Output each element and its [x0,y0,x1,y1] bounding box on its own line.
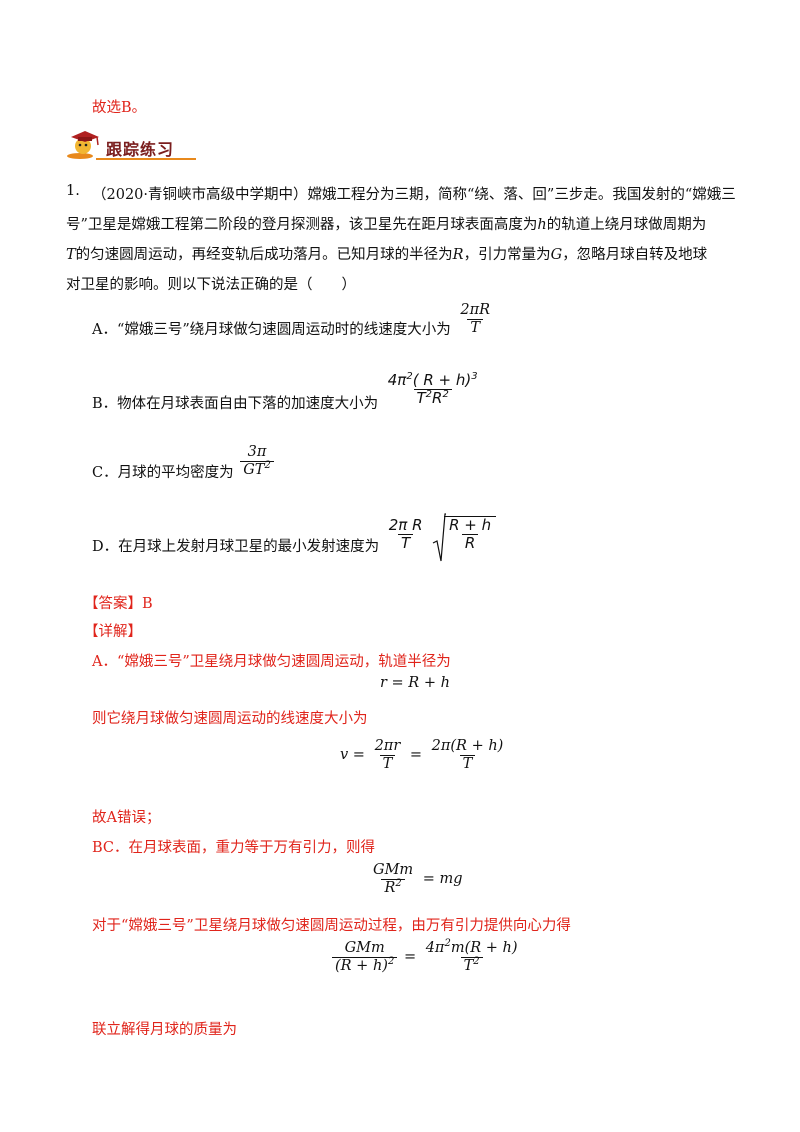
solution-velocity-line: 则它绕月球做匀速圆周运动的线速度大小为 [92,711,368,727]
question-number: 1. [66,183,80,199]
solution-mass-line: 联立解得月球的质量为 [92,1022,237,1038]
question-line-4: 对卫星的影响。则以下说法正确的是（ ） [66,277,356,293]
question-line-2: 号”卫星是嫦娥工程第二阶段的登月探测器，该卫星先在距月球表面高度为h的轨道上绕月… [66,217,707,233]
option-c: C．月球的平均密度为 3π GT2 [92,444,276,481]
detail-label: 【详解】 [84,624,142,640]
graduate-cap-icon [67,131,99,159]
practice-banner: 跟踪练习 [66,128,196,164]
solution-bc-line: BC．在月球表面，重力等于万有引力，则得 [92,840,376,856]
option-b: B．物体在月球表面自由下落的加速度大小为 4π2( R + h)3 T2R2 [92,371,478,412]
question-line-3: T的匀速圆周运动，再经变轨后成功落月。已知月球的半径为R，引力常量为G，忽略月球… [66,247,708,263]
solution-a-line: A．“嫦娥三号”卫星绕月球做匀速圆周运动，轨道半径为 [92,654,451,670]
solution-centripetal-line: 对于“嫦娥三号”卫星绕月球做匀速圆周运动过程，由万有引力提供向心力得 [92,918,571,934]
equation-centripetal: GMm(R + h)2 = 4π2m(R + h) T2 [330,939,523,974]
solution-a-wrong: 故A错误； [92,810,161,826]
banner-title: 跟踪练习 [106,140,175,159]
question-line-1: （2020·青铜峡市高级中学期中）嫦娥工程分为三期，简称“绕、落、回”三步走。我… [92,187,736,203]
equation-orbit-radius: r = R + h [380,675,450,691]
previous-conclusion: 故选B。 [92,100,147,116]
banner-underline [96,158,196,160]
answer-label: 【答案】B [84,596,153,612]
